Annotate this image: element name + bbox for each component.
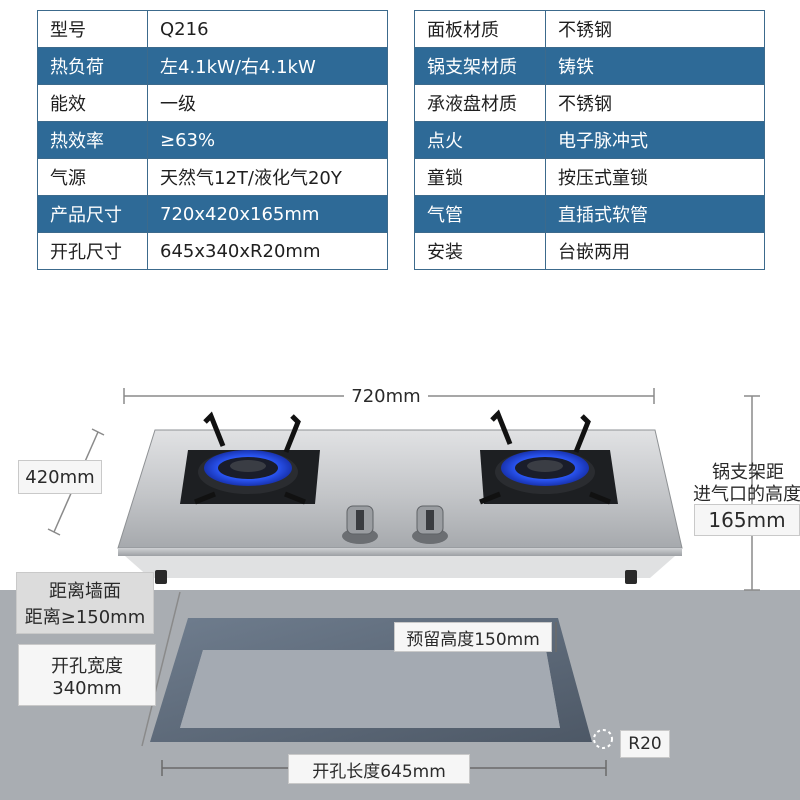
spec-left-key: 热负荷 — [37, 47, 148, 85]
spec-right-value: 不锈钢 — [545, 84, 765, 122]
spec-left-value: 一级 — [147, 84, 388, 122]
spec-right-key: 童锁 — [414, 158, 546, 196]
spec-right-value: 电子脉冲式 — [545, 121, 765, 159]
right-burner — [479, 409, 618, 505]
spec-right-row: 承液盘材质不锈钢 — [414, 84, 765, 122]
spec-right-value: 不锈钢 — [545, 10, 765, 48]
height-caption-line-1: 锅支架距 — [712, 462, 784, 483]
spec-right-value: 直插式软管 — [545, 195, 765, 233]
spec-left-value: 左4.1kW/右4.1kW — [147, 47, 388, 85]
spec-right-key: 面板材质 — [414, 10, 546, 48]
spec-right-key: 气管 — [414, 195, 546, 233]
wall-distance-label: 距离墙面 距离≥150mm — [16, 572, 154, 634]
diagram-art — [47, 388, 760, 776]
spec-right-key: 锅支架材质 — [414, 47, 546, 85]
cut-length-label: 开孔长度645mm — [288, 754, 470, 784]
reserve-height-label: 预留高度150mm — [394, 622, 552, 652]
cut-width-caption: 开孔宽度 — [51, 655, 123, 677]
wall-distance-line — [141, 591, 181, 747]
spec-left-row: 能效一级 — [37, 84, 388, 122]
spec-left-value: 天然气12T/液化气20Y — [147, 158, 388, 196]
spec-right-row: 面板材质不锈钢 — [414, 10, 765, 48]
wall-distance-line-1: 距离墙面 — [49, 581, 121, 602]
left-burner — [180, 411, 320, 505]
height-caption-line-2: 进气口的高度 — [693, 484, 800, 505]
spec-left-value: 720x420x165mm — [147, 195, 388, 233]
depth-label: 420mm — [18, 460, 102, 494]
right-knob — [412, 505, 448, 544]
cooktop — [117, 409, 683, 584]
width-label: 720mm — [344, 382, 428, 410]
spec-left-key: 开孔尺寸 — [37, 232, 148, 270]
spec-right-row: 点火电子脉冲式 — [414, 121, 765, 159]
spec-left-value: Q216 — [147, 10, 388, 48]
spec-right-key: 点火 — [414, 121, 546, 159]
spec-right-row: 气管直插式软管 — [414, 195, 765, 233]
spec-left-key: 能效 — [37, 84, 148, 122]
spec-right-row: 锅支架材质铸铁 — [414, 47, 765, 85]
spec-left-row: 气源天然气12T/液化气20Y — [37, 158, 388, 196]
spec-left-row: 热负荷左4.1kW/右4.1kW — [37, 47, 388, 85]
wall-distance-line-2: 距离≥150mm — [24, 607, 146, 628]
spec-left-row: 热效率≥63% — [37, 121, 388, 159]
spec-right-value: 按压式童锁 — [545, 158, 765, 196]
spec-right-row: 童锁按压式童锁 — [414, 158, 765, 196]
spec-right-value: 铸铁 — [545, 47, 765, 85]
spec-right-row: 安装台嵌两用 — [414, 232, 765, 270]
product-diagram: 720mm 420mm 锅支架距 进气口的高度 165mm 距离墙面 距离≥15… — [0, 272, 800, 800]
spec-left-key: 热效率 — [37, 121, 148, 159]
cut-width-value: 340mm — [52, 677, 122, 699]
height-dimension-line — [744, 395, 760, 591]
spec-left-value: 645x340xR20mm — [147, 232, 388, 270]
spec-left-key: 型号 — [37, 10, 148, 48]
spec-right-value: 台嵌两用 — [545, 232, 765, 270]
radius-label: R20 — [620, 730, 670, 758]
height-label: 165mm — [694, 504, 800, 536]
cut-width-label: 开孔宽度 340mm — [18, 644, 156, 706]
left-knob — [342, 505, 378, 544]
spec-left-key: 产品尺寸 — [37, 195, 148, 233]
spec-table-right: 面板材质不锈钢锅支架材质铸铁承液盘材质不锈钢点火电子脉冲式童锁按压式童锁气管直插… — [414, 10, 765, 270]
spec-left-key: 气源 — [37, 158, 148, 196]
spec-right-key: 承液盘材质 — [414, 84, 546, 122]
spec-left-value: ≥63% — [147, 121, 388, 159]
spec-right-key: 安装 — [414, 232, 546, 270]
